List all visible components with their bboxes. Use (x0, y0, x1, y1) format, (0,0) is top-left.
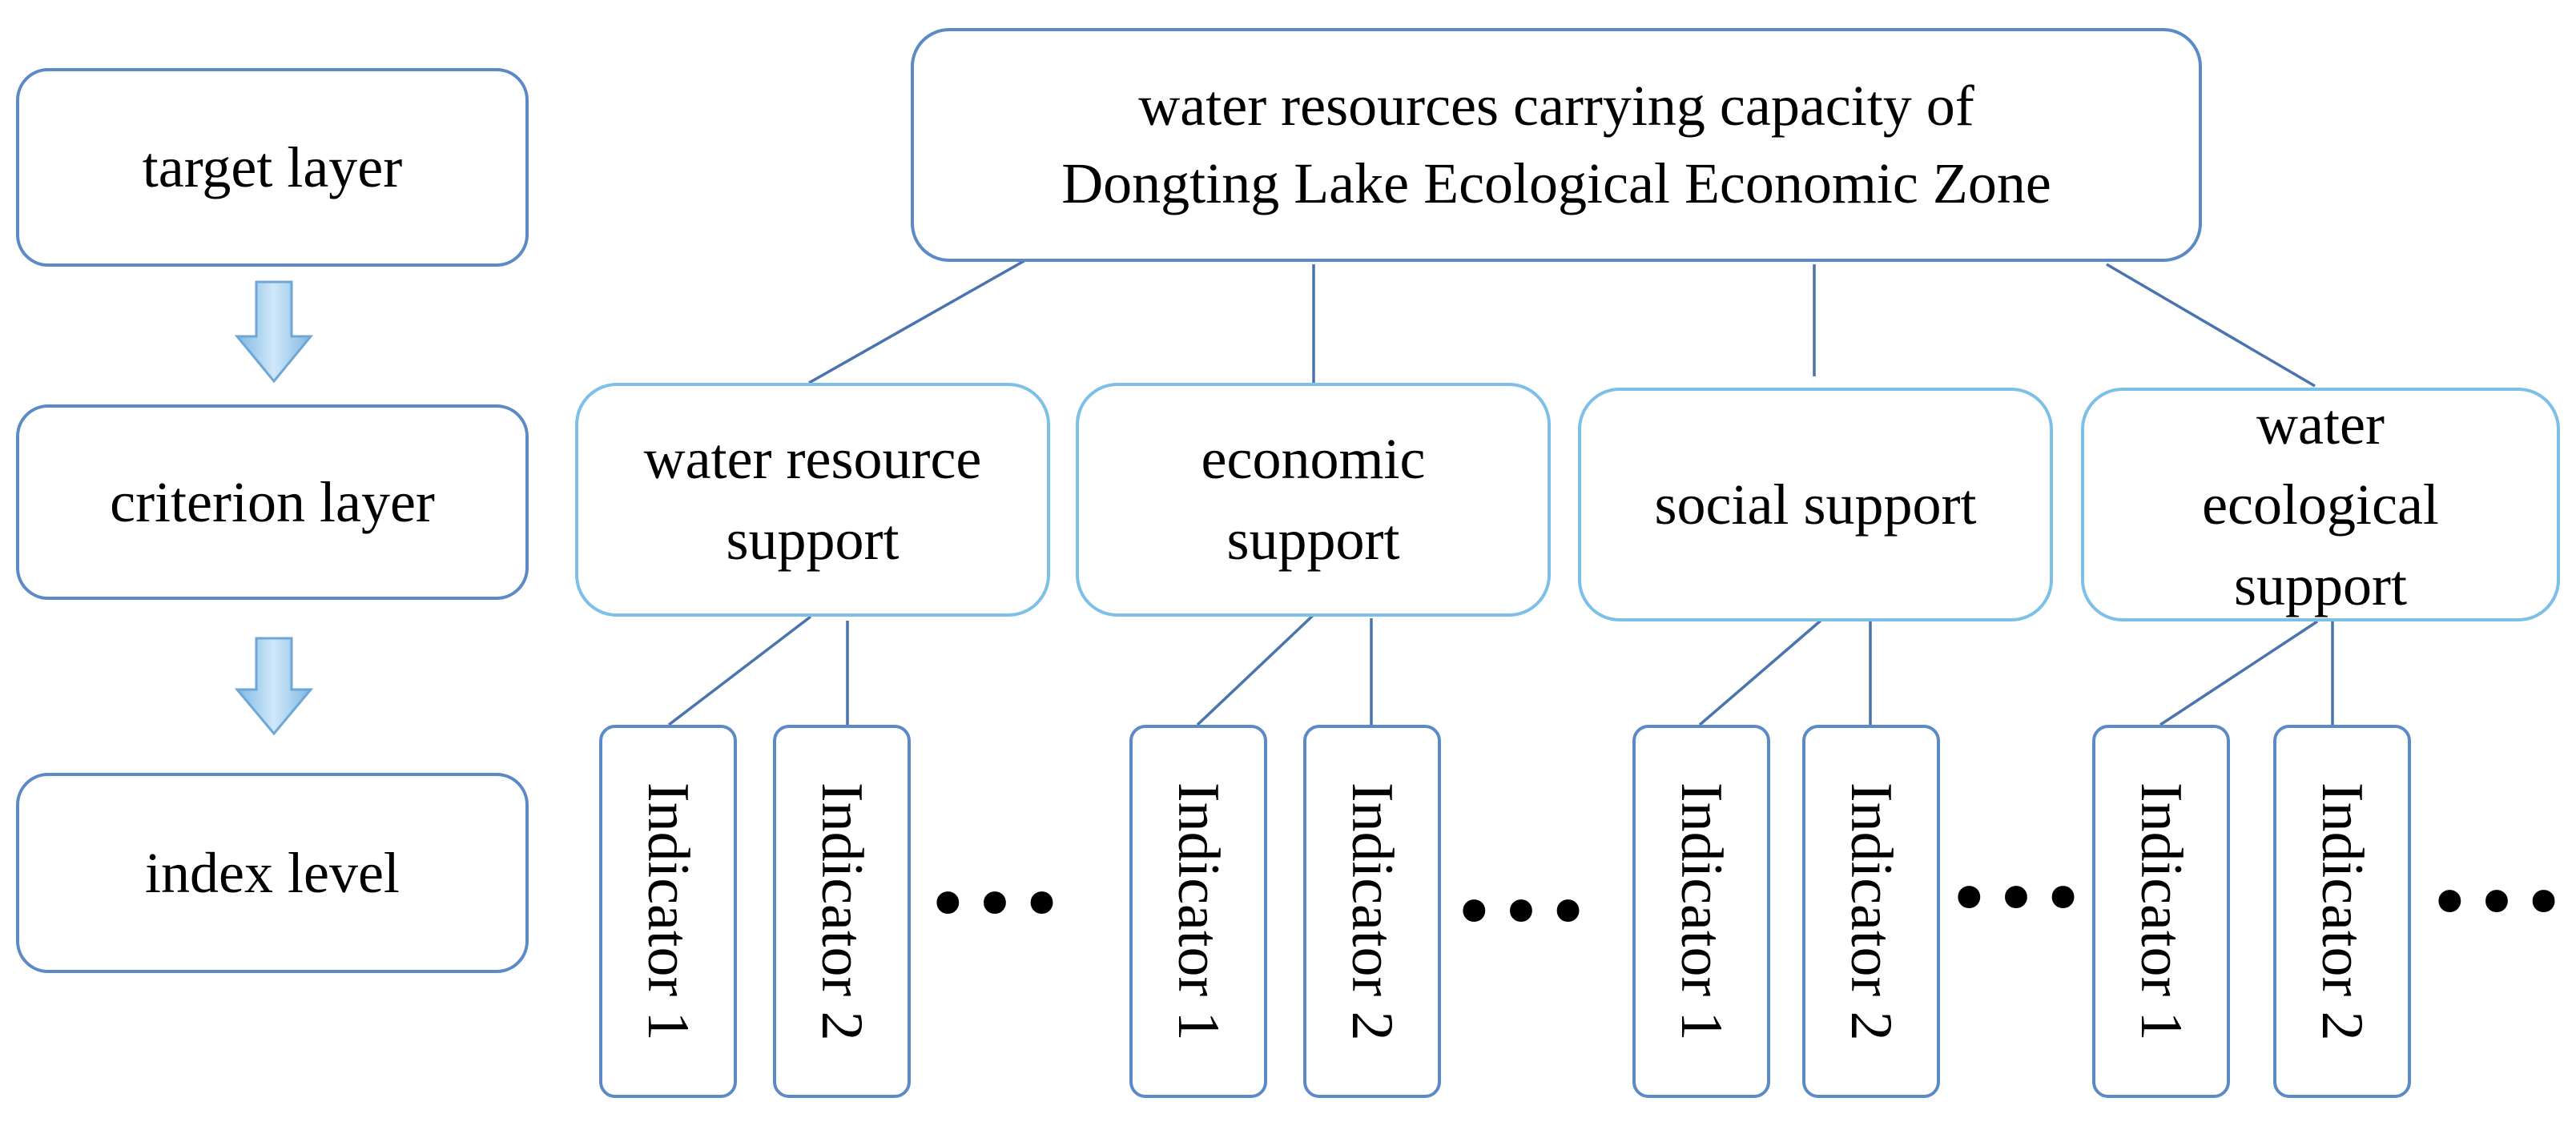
criterion-4-line-3: support (2234, 553, 2407, 618)
target-layer-label: target layer (142, 135, 403, 199)
criterion-social-support: social support (1578, 388, 2053, 621)
connector-c2-ind1 (1196, 609, 1320, 726)
indicator-label: Indicator 1 (635, 782, 701, 1041)
indicator-box: Indicator 2 (773, 725, 911, 1098)
indicator-label: Indicator 1 (1668, 782, 1734, 1041)
indicator-box: Indicator 2 (2273, 725, 2411, 1098)
criterion-layer-box: criterion layer (16, 404, 529, 600)
connector-goal-criterion-4 (2106, 263, 2316, 388)
criterion-water-resource-support: water resource support (575, 383, 1050, 617)
criterion-2-line-1: economic (1201, 427, 1426, 492)
goal-box: water resources carrying capacity of Don… (911, 28, 2202, 262)
indicator-label: Indicator 1 (1165, 782, 1231, 1041)
target-layer-box: target layer (16, 68, 529, 267)
indicator-box: Indicator 1 (599, 725, 737, 1098)
criterion-4-line-1: water (2256, 392, 2385, 456)
indicator-box: Indicator 1 (2092, 725, 2230, 1098)
indicator-label: Indicator 2 (2309, 782, 2375, 1041)
index-level-label: index level (145, 840, 400, 905)
down-arrow-icon (234, 637, 314, 736)
indicator-label: Indicator 2 (1339, 782, 1405, 1041)
indicator-box: Indicator 2 (1303, 725, 1441, 1098)
criterion-4-line-2: ecological (2202, 473, 2439, 537)
criterion-3-line-1: social support (1654, 472, 1977, 537)
indicator-box: Indicator 2 (1802, 725, 1940, 1098)
criterion-1-line-1: water resource (643, 427, 982, 492)
indicator-box: Indicator 1 (1632, 725, 1770, 1098)
indicator-label: Indicator 2 (1838, 782, 1904, 1041)
connector-c1-ind1 (667, 615, 812, 726)
goal-line-1: water resources carrying capacity of (1138, 73, 1974, 138)
connector-c3-ind1 (1698, 619, 1822, 726)
more-indicators-ellipsis: ••• (2427, 859, 2568, 948)
criterion-water-ecological-support: water ecological support (2081, 388, 2560, 621)
criterion-1-line-2: support (726, 508, 900, 572)
connector-c4-ind1 (2159, 620, 2318, 726)
criterion-economic-support: economic support (1076, 383, 1551, 617)
criterion-2-line-2: support (1226, 508, 1400, 572)
goal-line-2: Dongting Lake Ecological Economic Zone (1061, 151, 2051, 215)
criterion-layer-label: criterion layer (110, 469, 435, 534)
indicator-label: Indicator 2 (809, 782, 875, 1041)
index-level-box: index level (16, 773, 529, 973)
more-indicators-ellipsis: ••• (925, 860, 1066, 950)
more-indicators-ellipsis: ••• (1451, 868, 1592, 958)
more-indicators-ellipsis: ••• (1946, 855, 2087, 944)
indicator-box: Indicator 1 (1129, 725, 1267, 1098)
indicator-label: Indicator 1 (2128, 782, 2194, 1041)
down-arrow-icon (234, 280, 314, 384)
connector-goal-criterion-1 (808, 259, 1026, 384)
